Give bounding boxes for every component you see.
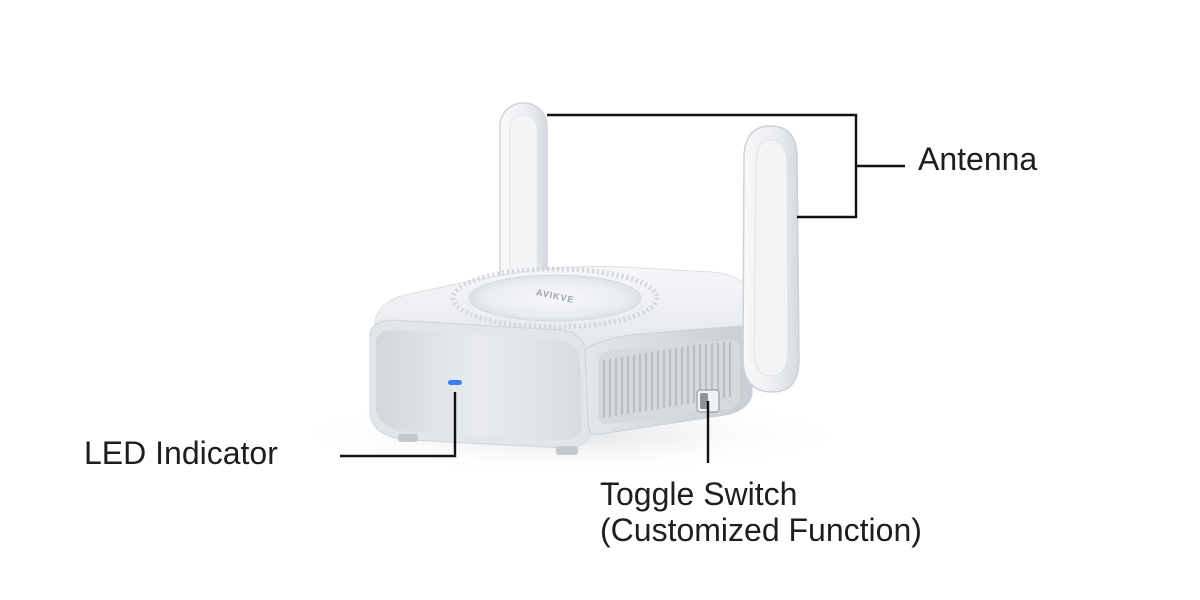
antenna-leader-line (547, 113, 858, 219)
leader-lines (340, 113, 905, 463)
foot-left (398, 434, 418, 442)
right-antenna (742, 125, 800, 393)
led-leader-line (340, 392, 457, 458)
router-body (369, 266, 753, 455)
led-indicator-label: LED Indicator (84, 435, 278, 471)
led-indicator (448, 380, 462, 385)
foot-right (556, 446, 578, 455)
left-antenna (499, 102, 548, 314)
toggle-switch-label-line1: Toggle Switch (600, 476, 798, 512)
top-disc (468, 274, 642, 322)
antenna-label: Antenna (918, 141, 1038, 177)
toggle-switch-label: Toggle Switch (Customized Function) (600, 476, 922, 549)
toggle-switch-label-line2: (Customized Function) (600, 511, 922, 548)
